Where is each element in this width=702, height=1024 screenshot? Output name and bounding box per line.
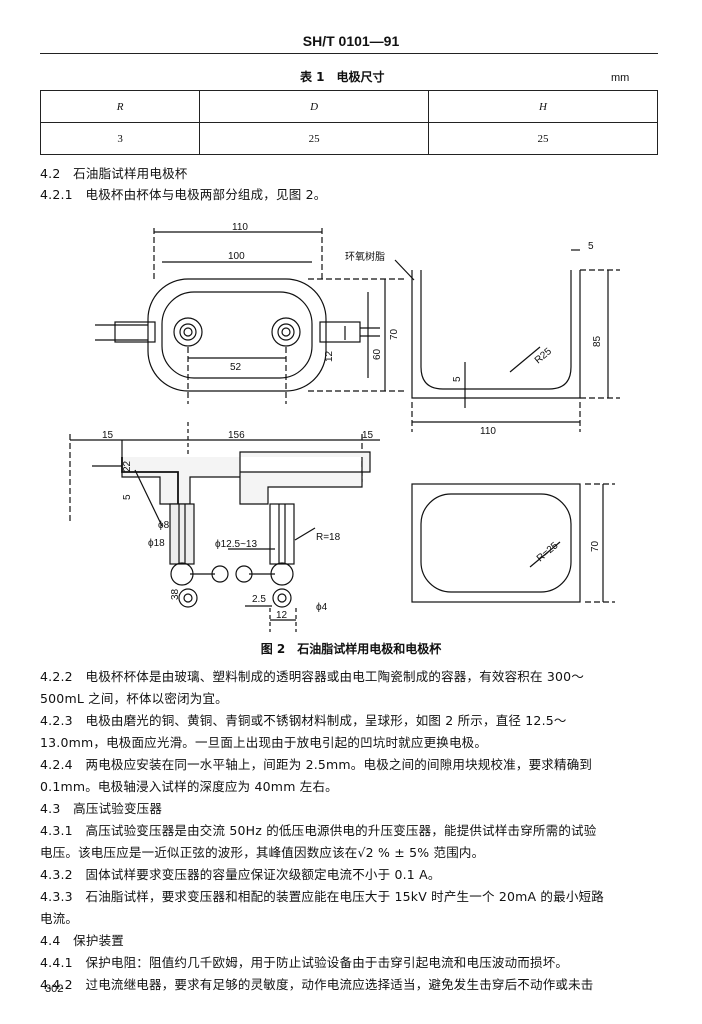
dim-12-a: 12 <box>324 350 335 362</box>
cup-bottom-inner <box>420 493 572 593</box>
header-rule <box>40 53 658 54</box>
figure-caption: 图 2 石油脂试样用电极和电极杯 <box>260 642 442 656</box>
cell-h-value: 25 <box>428 122 658 155</box>
dim-70: 70 <box>389 328 400 340</box>
column-header-d: D <box>199 90 430 123</box>
right-electrode-rod <box>269 503 295 565</box>
dim-52: 52 <box>230 362 242 373</box>
cup-outer-outline <box>147 278 327 392</box>
paragraph-4-2-2-line2: 500mL 之间，杯体以密闭为宜。 <box>40 691 228 706</box>
left-sphere-electrode <box>170 562 194 586</box>
cell-d-value: 25 <box>199 122 430 155</box>
dim-22: 22 <box>122 460 133 472</box>
dim-100: 100 <box>228 251 245 262</box>
dim-phi8: ϕ8 <box>158 520 170 531</box>
dim-r25-side: R25 <box>533 346 554 367</box>
dim-156: 156 <box>228 430 245 441</box>
dim-5-inner: 5 <box>452 376 463 382</box>
paragraph-4-3-1-line2: 电压。该电压应是一近似正弦的波形，其峰值因数应该在√2 % ± 5% 范围内。 <box>40 845 485 860</box>
dim-5-left: 5 <box>122 494 133 500</box>
section-heading-4-3: 4.3 高压试验变压器 <box>40 801 163 816</box>
left-electrode-rod <box>169 503 195 565</box>
electrode-left-outer <box>173 317 203 347</box>
cup-bottom-outer <box>411 483 581 603</box>
paragraph-4-2-3-line1: 4.2.3 电极由磨光的铜、黄铜、青铜或不锈钢材料制成，呈球形，如图 2 所示，… <box>40 713 567 728</box>
dim-85: 85 <box>592 335 603 347</box>
dim-110-top: 110 <box>232 222 248 233</box>
figure-2-drawing: 110 100 52 12 60 70 环氧树脂 5 85 R25 5 110 … <box>69 222 620 632</box>
dim-15-right: 15 <box>362 430 374 441</box>
section-heading-4-2: 4.2 石油脂试样用电极杯 <box>40 166 188 181</box>
table-caption: 表 1 电极尺寸 <box>300 70 385 84</box>
electrode-dimension-table: R D H 3 25 25 <box>39 90 658 155</box>
section-heading-4-4: 4.4 保护装置 <box>40 933 124 948</box>
page-header: SH/T 0101—91 <box>302 33 400 49</box>
dim-r18: R=18 <box>316 532 341 543</box>
cell-r-value: 3 <box>39 122 201 155</box>
paragraph-4-2-4-line2: 0.1mm。电极轴浸入试样的深度应为 40mm 左右。 <box>40 779 338 794</box>
dim-r25-bottom: R=25 <box>535 540 561 564</box>
column-header-r: R <box>39 90 201 123</box>
cup-side-inner <box>420 270 572 390</box>
dim-38: 38 <box>170 588 181 600</box>
dim-70-bottom: 70 <box>590 540 601 552</box>
paragraph-4-2-4-line1: 4.2.4 两电极应安装在同一水平轴上，间距为 2.5mm。电极之间的间隙用块规… <box>40 757 593 772</box>
table-header-row: R D H <box>39 90 658 123</box>
paragraph-4-2-2-line1: 4.2.2 电极杯杯体是由玻璃、塑料制成的透明容器或由电工陶瓷制成的容器，有效容… <box>40 669 585 684</box>
paragraph-4-3-3-line2: 电流。 <box>40 911 79 926</box>
dim-15-left: 15 <box>102 430 114 441</box>
paragraph-4-4-1: 4.4.1 保护电阻：阻值约几千欧姆，用于防止试验设备由于击穿引起电流和电压波动… <box>40 955 569 970</box>
table-row: 3 25 25 <box>39 122 658 155</box>
dim-12-b: 12 <box>276 610 288 621</box>
dim-5-top: 5 <box>588 241 594 252</box>
paragraph-4-2-3-line2: 13.0mm，电极面应光滑。一旦面上出现由于放电引起的凹坑时就应更换电极。 <box>40 735 488 750</box>
label-epoxy-resin: 环氧树脂 <box>345 250 385 263</box>
section-body-upper <box>121 451 371 505</box>
dim-phi12-5: ϕ12.5~13 <box>215 539 257 550</box>
paragraph-4-3-3-line1: 4.3.3 石油脂试样，要求变压器和相配的装置应能在电压大于 15kV 时产生一… <box>40 889 604 904</box>
column-header-h: H <box>428 90 658 123</box>
dim-phi4: ϕ4 <box>316 602 328 613</box>
paragraph-4-3-1-line1: 4.3.1 高压试验变压器是由交流 50Hz 的低压电源供电的升压变压器，能提供… <box>40 823 597 838</box>
electrode-right-outer <box>271 317 301 347</box>
dim-2-5: 2.5 <box>252 594 266 605</box>
paragraph-4-4-2: 4.4.2 过电流继电器，要求有足够的灵敏度，动作电流应选择适当，避免发生击穿后… <box>40 977 594 992</box>
paragraph-4-2-1: 4.2.1 电极杯由杯体与电极两部分组成，见图 2。 <box>40 187 327 202</box>
page-number: 302 <box>45 983 64 995</box>
dim-phi18: ϕ18 <box>148 538 165 549</box>
dim-110-right: 110 <box>480 426 496 437</box>
cup-side-outer <box>411 270 581 399</box>
table-unit: mm <box>611 72 630 84</box>
paragraph-4-3-2: 4.3.2 固体试样要求变压器的容量应保证次级额定电流不小于 0.1 A。 <box>40 867 441 882</box>
dim-60: 60 <box>372 348 383 360</box>
cup-inner-outline <box>161 291 313 379</box>
